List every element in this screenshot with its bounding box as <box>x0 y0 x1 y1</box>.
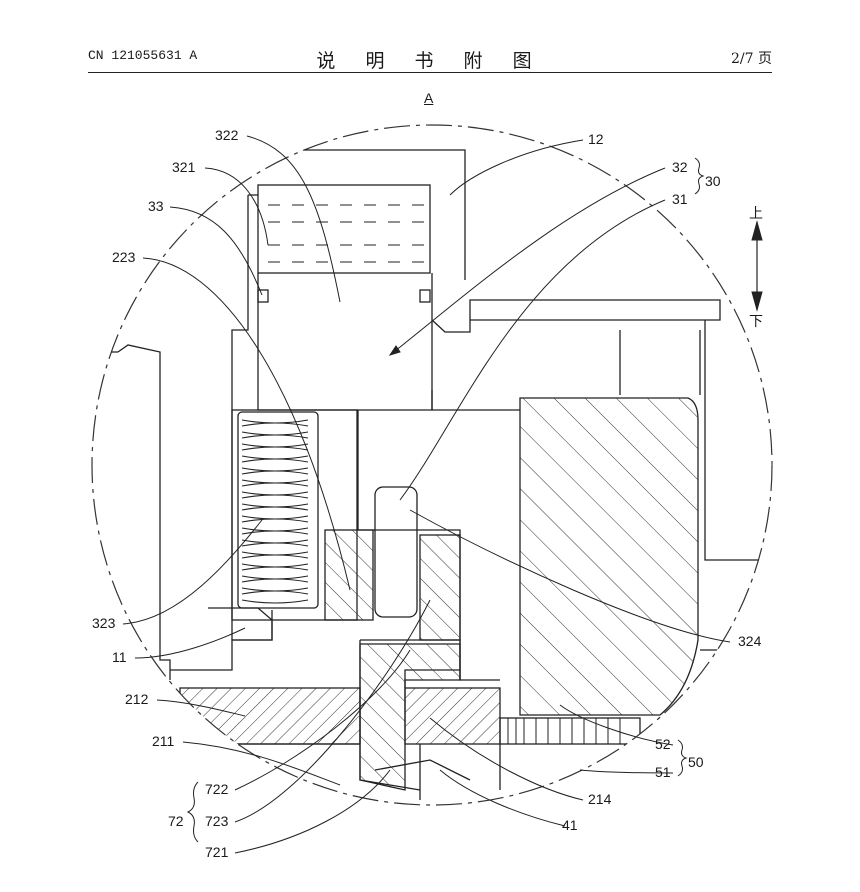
direction-up-label: 上 <box>749 206 763 222</box>
leader-lines <box>122 135 731 854</box>
label-33: 33 <box>148 198 164 214</box>
header-rule <box>88 72 772 73</box>
page-number: 2/7 页 <box>731 51 772 67</box>
reference-labels: 322 12 321 32 30 33 31 223 323 324 11 21… <box>92 127 762 860</box>
spring-coils <box>241 419 309 604</box>
label-32: 32 <box>672 159 688 175</box>
label-50: 50 <box>688 754 704 770</box>
label-722: 722 <box>205 781 229 797</box>
label-214: 214 <box>588 791 612 807</box>
label-212: 212 <box>125 691 149 707</box>
detail-circle <box>91 124 773 806</box>
label-72: 72 <box>168 813 184 829</box>
label-41: 41 <box>562 817 578 833</box>
view-label: A <box>424 90 434 106</box>
label-723: 723 <box>205 813 229 829</box>
direction-indicator <box>751 220 763 312</box>
page-title: 说 明 书 附 图 <box>316 50 544 72</box>
label-12: 12 <box>588 131 604 147</box>
label-211: 211 <box>152 733 175 749</box>
label-323: 323 <box>92 615 116 631</box>
label-322: 322 <box>215 127 239 143</box>
label-324: 324 <box>738 633 762 649</box>
label-321: 321 <box>172 159 196 175</box>
label-30: 30 <box>705 173 721 189</box>
label-721: 721 <box>205 844 229 860</box>
publication-number: CN 121055631 A <box>88 48 198 63</box>
label-11: 11 <box>112 649 127 665</box>
drawing-geometry <box>100 149 760 800</box>
label-51: 51 <box>655 764 671 780</box>
label-31: 31 <box>672 191 688 207</box>
label-223: 223 <box>112 249 136 265</box>
label-52: 52 <box>655 736 671 752</box>
direction-down-label: 下 <box>749 314 763 330</box>
